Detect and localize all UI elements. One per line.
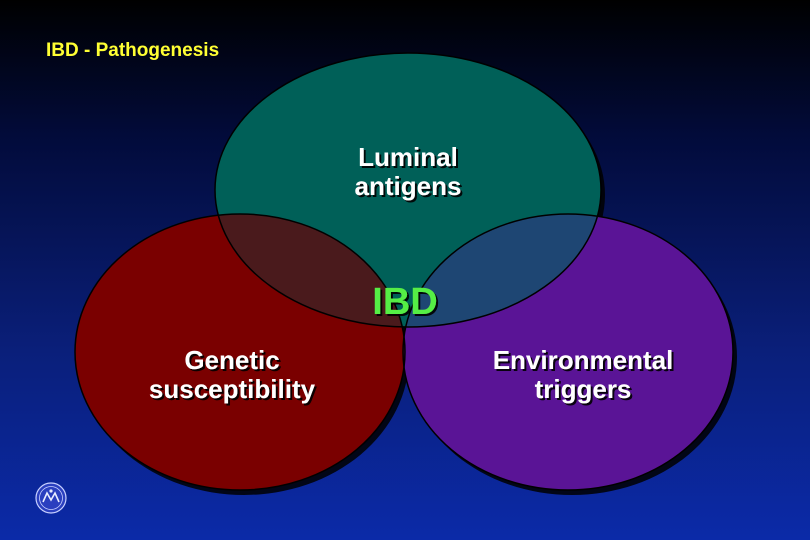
right-circle-label-line2: triggers xyxy=(535,374,632,404)
left-circle-label-line2: susceptibility xyxy=(149,374,316,404)
right-circle-label-line1: Environmental xyxy=(493,345,674,375)
slide-title: IBD - Pathogenesis xyxy=(46,40,220,61)
overlap-top-right xyxy=(403,214,601,327)
left-circle-label-line1: Genetic xyxy=(184,345,279,375)
top-circle-label-line2: antigens xyxy=(355,171,462,201)
center-label: IBD xyxy=(372,281,437,323)
left-circle-outline xyxy=(74,213,406,491)
overlap-top-left xyxy=(215,214,405,327)
top-circle-label-line1: Luminal xyxy=(358,142,458,172)
institution-seal-icon xyxy=(35,482,67,514)
top-circle-outline xyxy=(214,52,602,328)
right-circle-outline xyxy=(402,213,734,491)
